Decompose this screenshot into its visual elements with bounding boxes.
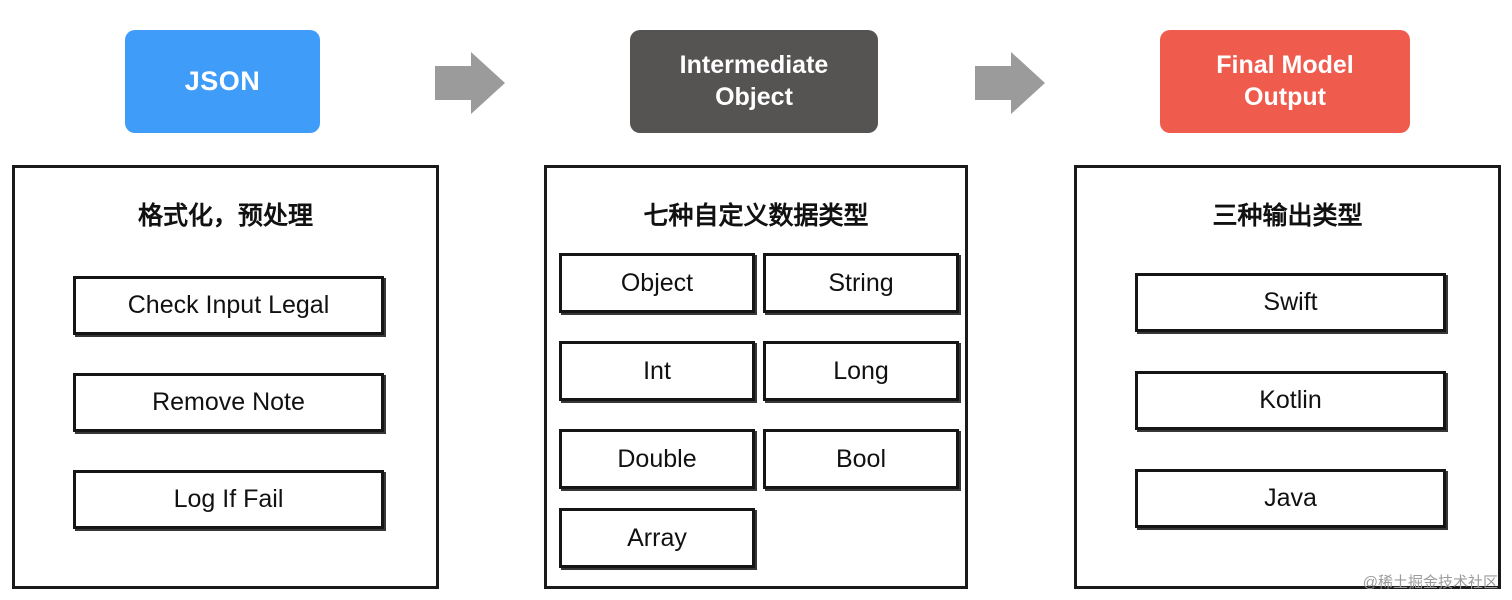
item-type-double[interactable]: Double bbox=[559, 429, 755, 489]
item-label: Bool bbox=[835, 444, 887, 473]
item-label: Array bbox=[627, 523, 687, 552]
item-type-object[interactable]: Object bbox=[559, 253, 755, 313]
item-label: Log If Fail bbox=[173, 485, 284, 513]
item-label: Swift bbox=[1263, 288, 1318, 316]
item-output-kotlin[interactable]: Kotlin bbox=[1135, 371, 1446, 430]
item-remove-note[interactable]: Remove Note bbox=[73, 373, 384, 432]
stage-pill-final-line2: Output bbox=[1244, 82, 1326, 111]
item-label: Kotlin bbox=[1259, 386, 1322, 414]
panel-preprocess: 格式化，预处理 Check Input Legal Remove Note Lo… bbox=[12, 165, 439, 589]
panel-output-types-title: 三种输出类型 bbox=[1212, 202, 1363, 230]
item-label: Object bbox=[620, 268, 694, 297]
item-label: String bbox=[828, 268, 894, 297]
item-log-if-fail[interactable]: Log If Fail bbox=[73, 470, 384, 529]
item-type-string[interactable]: String bbox=[763, 253, 959, 313]
item-label: Remove Note bbox=[152, 388, 305, 416]
item-type-int[interactable]: Int bbox=[559, 341, 755, 401]
panel-custom-data-types: 七种自定义数据类型 Object String Int Long Double … bbox=[544, 165, 968, 589]
item-type-array[interactable]: Array bbox=[559, 508, 755, 568]
item-type-long[interactable]: Long bbox=[763, 341, 959, 401]
arrow-right-icon bbox=[435, 50, 505, 116]
item-output-swift[interactable]: Swift bbox=[1135, 273, 1446, 332]
item-check-input-legal[interactable]: Check Input Legal bbox=[73, 276, 384, 335]
stage-pill-json-label: JSON bbox=[184, 65, 261, 96]
panel-custom-data-types-title: 七种自定义数据类型 bbox=[643, 202, 869, 230]
item-label: Java bbox=[1264, 484, 1317, 512]
panel-preprocess-title: 格式化，预处理 bbox=[137, 202, 313, 230]
stage-pill-intermediate-line2: Object bbox=[715, 82, 793, 111]
stage-pill-intermediate-object: Intermediate Object bbox=[630, 30, 878, 133]
item-label: Check Input Legal bbox=[127, 291, 330, 319]
item-label: Int bbox=[643, 356, 671, 385]
stage-pill-final-line1: Final Model bbox=[1216, 51, 1354, 80]
item-label: Double bbox=[617, 444, 697, 473]
watermark: @稀土掘金技术社区 bbox=[1362, 574, 1498, 591]
panel-output-types: 三种输出类型 Swift Kotlin Java bbox=[1074, 165, 1501, 589]
stage-pill-final-model-output: Final Model Output bbox=[1160, 30, 1410, 133]
arrow-right-icon bbox=[975, 50, 1045, 116]
stage-pill-json: JSON bbox=[125, 30, 320, 133]
item-output-java[interactable]: Java bbox=[1135, 469, 1446, 528]
item-label: Long bbox=[833, 356, 889, 385]
item-type-bool[interactable]: Bool bbox=[763, 429, 959, 489]
stage-pill-intermediate-line1: Intermediate bbox=[679, 51, 829, 80]
